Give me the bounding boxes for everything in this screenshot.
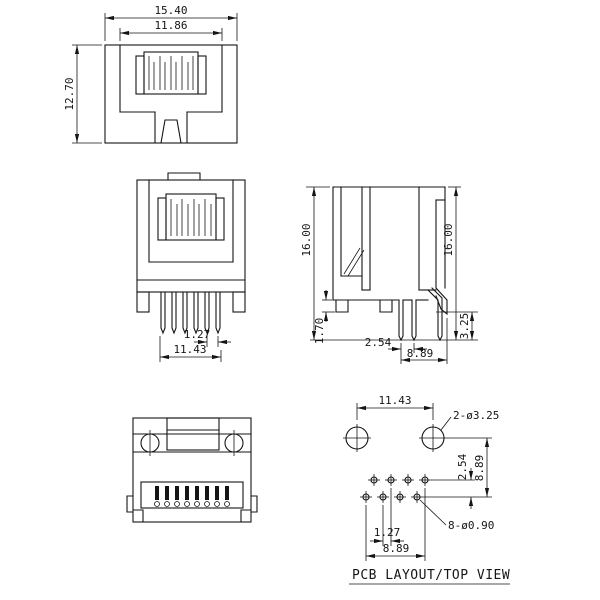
contact-comb [170, 199, 212, 236]
front-view [104, 44, 238, 144]
mount-post-left [136, 291, 150, 313]
dim-pin-field-span: 8.89 [383, 542, 410, 555]
dim-pin-row-span: 11.43 [173, 343, 206, 356]
pcb-caption: PCB LAYOUT/TOP VIEW [349, 568, 510, 585]
bottom-view [126, 417, 258, 523]
dim-row-gap: 2.54 [456, 453, 469, 480]
dim-side-height-left: 16.00 [300, 223, 313, 256]
front-view-dimensions: 15.40 11.86 12.70 [63, 4, 238, 144]
callout-pin-holes: 8-ø0.90 [448, 519, 494, 532]
pcb-layout-view [343, 424, 447, 503]
standoff-foot [335, 299, 349, 313]
bent-pin [427, 287, 443, 342]
rear-hook [435, 287, 448, 316]
contact-slots [154, 486, 230, 507]
front-bottom-dimensions: 1.27 11.43 [159, 328, 231, 362]
contact-block [165, 193, 217, 241]
rear-row-pin [411, 299, 417, 342]
front-bottom-view [136, 172, 246, 335]
side-view-dimensions: 16.00 1.70 16.00 3.25 2.54 8.89 [300, 186, 478, 364]
dim-pin-pitch: 1.27 [184, 328, 211, 341]
mount-post-right [232, 291, 246, 313]
dim-front-overall-width: 15.40 [154, 4, 187, 17]
dim-pin-span: 8.89 [407, 347, 434, 360]
dim-front-overall-height: 12.70 [63, 77, 76, 110]
standoff-foot [379, 299, 393, 313]
contact-comb [148, 56, 194, 90]
dim-pcb-pin-pitch: 1.27 [374, 526, 401, 539]
solder-pins [160, 291, 221, 335]
contact-spring [347, 249, 365, 277]
dim-pin-row-gap: 2.54 [365, 336, 392, 349]
dim-mount-hole-span: 11.43 [378, 394, 411, 407]
dim-standoff-height: 1.70 [313, 318, 326, 345]
dim-side-height-right: 16.00 [442, 223, 455, 256]
pcb-layout-dimensions: 11.43 2-ø3.25 2.54 8.89 8-ø0.90 1.27 8.8… [356, 394, 499, 561]
contact-spring [343, 247, 361, 275]
contact-band [140, 481, 244, 509]
side-view [332, 186, 448, 342]
dim-front-opening-width: 11.86 [154, 19, 187, 32]
front-row-pin [398, 299, 404, 342]
pin-holes [360, 474, 431, 503]
callout-mount-holes: 2-ø3.25 [453, 409, 499, 422]
caption-text: PCB LAYOUT/TOP VIEW [352, 568, 510, 583]
latch-tab [160, 119, 182, 144]
dim-pin-protrusion: 3.25 [458, 313, 471, 340]
dim-row-offset: 8.89 [473, 455, 486, 482]
